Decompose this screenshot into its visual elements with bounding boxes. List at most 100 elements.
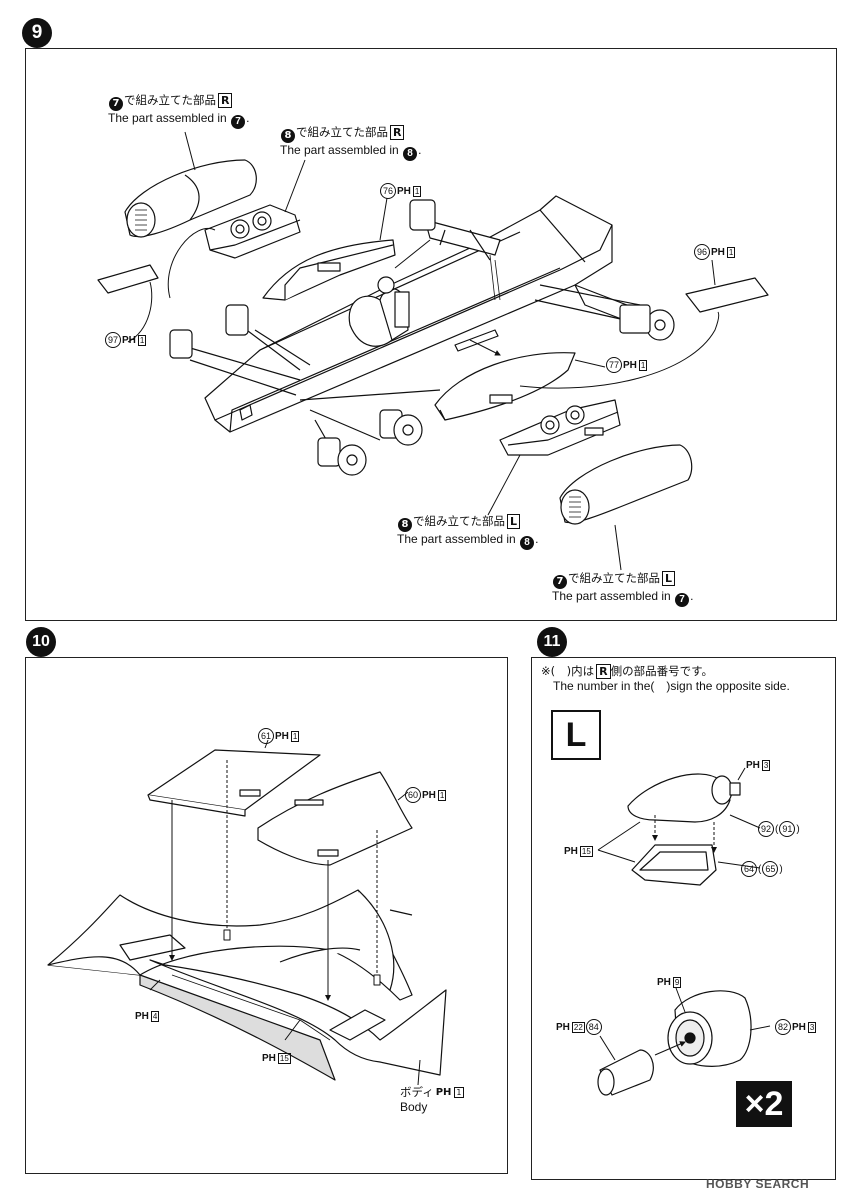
runner-letter: PH [792,1021,806,1033]
part-76-cover [262,239,396,301]
multiplier-badge: ×2 [736,1081,792,1127]
step-circle: 7 [553,575,567,589]
runner-number: 9 [672,977,682,988]
runner-letter: PH [564,846,578,857]
runner-number: 15 [277,1053,291,1064]
runner-number: 15 [579,846,593,857]
part-number-opposite: 65 [762,861,779,877]
runner-number: 22 [571,1021,585,1033]
runner-number: 1 [412,185,422,197]
runner-letter: PH [122,334,136,346]
nozzle-84 [597,1049,654,1096]
part-number-opposite: 91 [779,821,796,837]
runner-letter: PH [556,1021,570,1033]
body-jp: ボディ [400,1085,434,1099]
runner-number: 1 [437,789,447,801]
watermark: HOBBY SEARCH [706,1177,810,1191]
period: . [690,589,694,603]
step-circle: 7 [109,97,123,111]
callout-en: The part assembled in [108,111,227,125]
note-en: The number in the( )sign the opposite si… [553,679,790,693]
runner-letter: PH [623,359,637,371]
step-10-number: 10 [32,633,50,650]
runner-letter: PH [746,760,760,771]
runner-letter: PH [657,977,671,988]
part-number: 60 [405,787,421,803]
part-number: 92 [758,821,774,837]
callout-jp: で組み立てた部品 [296,125,388,139]
part-number: 64 [741,861,757,877]
part-number: 97 [105,332,121,348]
runner-number: 3 [761,760,771,771]
period: . [535,532,539,546]
sidepod-r [124,159,257,238]
step-circle: 8 [403,147,418,161]
note-jp-c: 側の部品番号です。 [610,664,713,678]
step-11-number: 11 [543,633,561,650]
step-9-number: 9 [31,22,43,43]
period: . [418,143,422,157]
step-11-badge: 11 [537,627,567,657]
period: . [246,111,250,125]
runner-number: 3 [807,1021,817,1033]
note-jp-b: )内は [566,664,595,678]
step-9-leaders [127,131,720,571]
step-circle: 7 [675,593,690,607]
callout-en: The part assembled in [397,532,516,546]
radiator-l [499,399,621,456]
runner-number: 1 [638,359,648,371]
step-circle: 8 [398,518,412,532]
runner-number: 1 [454,1087,464,1098]
step-10-badge: 10 [26,627,56,657]
step-11-guides-bottom [599,987,771,1061]
runner-letter: PH [135,1011,149,1022]
exhaust-base-64 [631,844,717,886]
callout-en: The part assembled in [552,589,671,603]
runner-letter: PH [711,246,725,258]
note-jp-a: ※( [541,664,556,678]
part-number: 61 [258,728,274,744]
runner-letter: PH [422,789,436,801]
part-number: 96 [694,244,710,260]
part-number: 84 [585,1019,602,1035]
part-77-cover [434,352,576,421]
runner-letter: PH [397,185,411,197]
runner-number: 1 [137,334,147,346]
body-en: Body [400,1100,428,1114]
side-l-badge: L [551,710,601,760]
side-badge: R [596,664,611,679]
radiator-r [204,204,301,259]
step-9-panel [25,48,837,621]
runner-letter: PH [435,1087,452,1098]
callout-jp: で組み立てた部品 [568,571,660,585]
runner-letter: PH [262,1053,276,1064]
part-label-64-65: 64(65) [741,861,783,877]
side-badge: L [507,514,521,529]
side-badge: R [390,125,405,140]
wing-60 [257,771,413,866]
sidepod-l [559,444,693,525]
runner-number: 1 [290,730,300,742]
exhaust-cover-92 [627,773,741,823]
callout-jp: で組み立てた部品 [124,93,216,107]
